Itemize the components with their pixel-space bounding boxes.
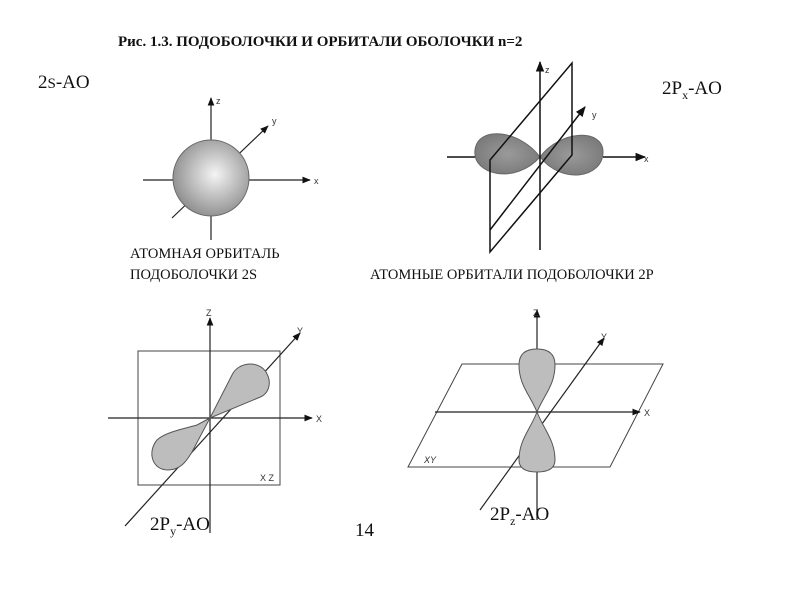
label-prefix: 2: [38, 72, 48, 93]
axis-label-x: X: [316, 414, 322, 424]
plane-label: X Z: [260, 473, 275, 483]
py-lobe-upper: [208, 363, 270, 419]
axis-label-x: x: [644, 154, 649, 164]
page-number: 14: [355, 520, 374, 541]
pz-orbital-diagram: Z Y X XY: [407, 308, 664, 520]
axis-label-x: X: [644, 408, 650, 418]
xy-plane: [407, 363, 664, 468]
axis-label-z: Z: [533, 308, 539, 318]
py-orbital-diagram: Z Y X X Z: [108, 308, 322, 533]
py-lobe-lower: [151, 416, 212, 471]
label-orbital: S: [47, 76, 56, 92]
axis-label-y: y: [592, 110, 597, 120]
s-orbital-sphere: [172, 139, 250, 217]
label-suffix: -AO: [515, 504, 550, 525]
axis-label-y: Y: [297, 326, 303, 336]
label-prefix: 2P: [662, 78, 683, 99]
p-orbitals-caption: АТОМНЫЕ ОРБИТАЛИ ПОДОБОЛОЧКИ 2P: [370, 267, 654, 283]
axis-label-z: z: [216, 96, 221, 106]
label-subscript: x: [682, 87, 689, 102]
px-lobe-left: [474, 133, 541, 175]
caption-line: АТОМНАЯ ОРБИТАЛЬ: [130, 246, 280, 262]
axis-label-z: z: [545, 65, 550, 75]
axis-label-x: x: [314, 176, 319, 186]
s-orbital-caption: АТОМНАЯ ОРБИТАЛЬ ПОДОБОЛОЧКИ 2S: [130, 244, 280, 286]
label-suffix: -AO: [176, 514, 210, 535]
axis-label-z: Z: [206, 308, 212, 318]
plane-label: XY: [423, 455, 437, 465]
pz-ao-label: 2Pz-AO: [490, 504, 549, 529]
px-orbital-diagram: z y x: [447, 60, 649, 255]
label-prefix: 2P: [490, 504, 511, 525]
label-suffix: -AO: [55, 72, 90, 93]
label-subscript: y: [170, 523, 177, 538]
axis-label-y: y: [272, 116, 277, 126]
px-ao-label: 2Px-AO: [662, 78, 722, 103]
yz-plane: [489, 60, 573, 255]
s-orbital-diagram: z y x: [143, 96, 319, 240]
pz-lobe-lower: [518, 410, 556, 473]
axis-label-y: Y: [601, 332, 607, 342]
label-prefix: 2P: [150, 514, 171, 535]
s-ao-label: 2S-AO: [38, 72, 90, 94]
caption-line: ПОДОБОЛОЧКИ 2S: [130, 267, 258, 283]
label-suffix: -AO: [688, 78, 722, 99]
label-subscript: z: [510, 513, 516, 528]
py-ao-label: 2Py-AO: [150, 514, 210, 539]
figure-title: Рис. 1.3. ПОДОБОЛОЧКИ И ОРБИТАЛИ ОБОЛОЧК…: [118, 34, 523, 50]
pz-lobe-upper: [518, 348, 556, 414]
